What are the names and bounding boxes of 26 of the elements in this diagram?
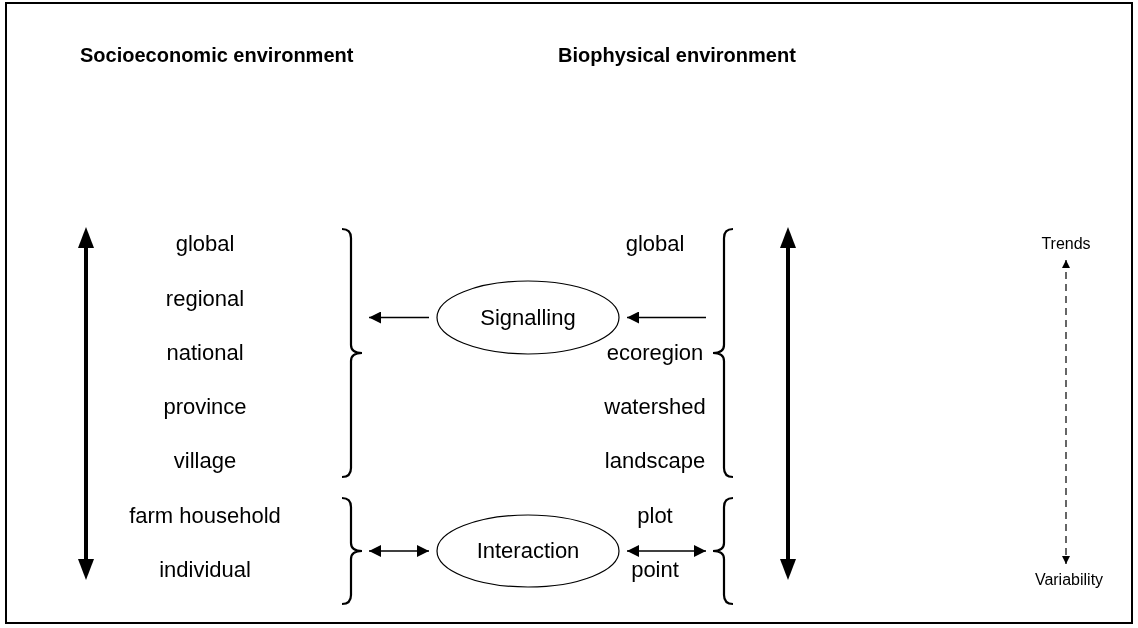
scale-label: Trends [1035, 232, 1097, 256]
arrow [368, 311, 430, 324]
scale-level-label: individual [159, 557, 251, 583]
curly-brace [340, 228, 362, 478]
scale-level-label: national [166, 340, 244, 366]
curly-brace [713, 228, 735, 478]
scale-level-label: point [631, 557, 679, 583]
scale-level-label: regional [165, 286, 245, 312]
scale-level-label: watershed [604, 394, 706, 420]
scale-level-label: plot [637, 503, 673, 529]
arrow [368, 545, 430, 557]
scale-level-label: global [625, 231, 685, 257]
scale-level-label: province [163, 394, 247, 420]
scale-label: Variability [1024, 568, 1114, 592]
curly-brace [340, 497, 362, 605]
process-ellipse: Interaction [436, 514, 620, 588]
arrow [1062, 259, 1070, 565]
scale-level-label: village [173, 448, 237, 474]
scale-level-label: landscape [604, 448, 706, 474]
scale-level-label: global [175, 231, 235, 257]
arrow [626, 311, 707, 324]
heading: Biophysical environment [558, 43, 796, 67]
heading: Socioeconomic environment [80, 43, 354, 67]
scale-level-label: farm household [129, 503, 281, 529]
curly-brace [713, 497, 735, 605]
arrow [626, 545, 707, 557]
